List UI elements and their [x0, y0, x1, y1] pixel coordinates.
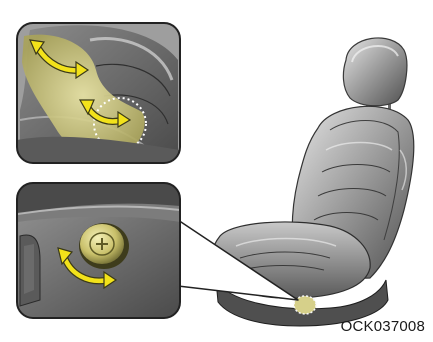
switch-detail-panel	[17, 183, 180, 318]
lumbar-switch-icon	[79, 223, 129, 269]
figure-code: OCK037008	[341, 318, 425, 335]
lumbar-detail-panel	[17, 23, 180, 163]
